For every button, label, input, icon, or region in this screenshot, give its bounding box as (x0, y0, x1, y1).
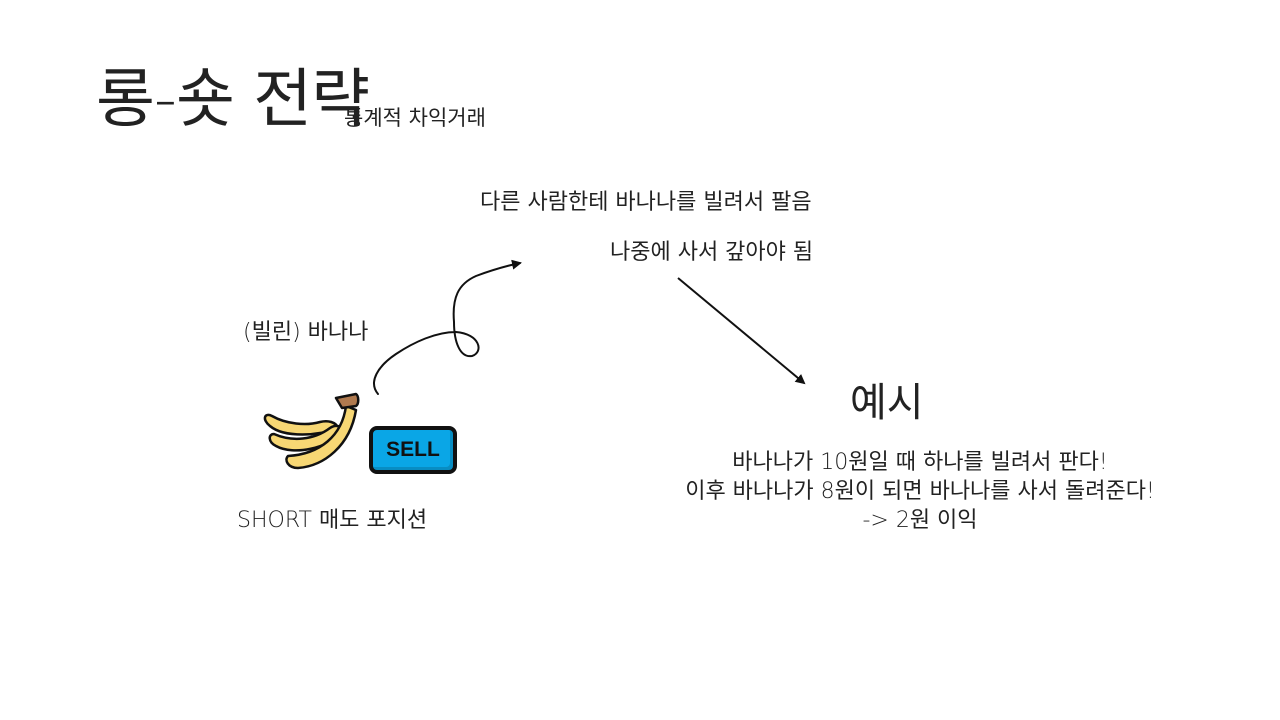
banana-icon (263, 392, 360, 470)
borrowed-banana-label: (빌린) 바나나 (243, 320, 369, 345)
example-heading: 예시 (850, 380, 924, 426)
example-body: 바나나가 10원일 때 하나를 빌려서 판다! 이후 바나나가 8원이 되면 바… (620, 448, 1220, 535)
diagonal-arrow-icon (677, 277, 806, 385)
sell-button[interactable]: SELL (369, 426, 457, 474)
curved-arrow-icon (373, 259, 522, 395)
example-line: 이후 바나나가 8원이 되면 바나나를 사서 돌려준다! (685, 479, 1155, 504)
description-buy-return: 나중에 사서 갚아야 됨 (610, 240, 814, 265)
short-position-label: SHORT 매도 포지션 (237, 508, 428, 533)
slide-subtitle: 통계적 차익거래 (344, 106, 486, 130)
example-line: 바나나가 10원일 때 하나를 빌려서 판다! (732, 450, 1108, 475)
example-line: -> 2원 이익 (862, 508, 978, 533)
description-borrow-sell: 다른 사람한테 바나나를 빌려서 팔음 (480, 190, 812, 215)
slide-title: 롱-숏 전략 (96, 63, 370, 137)
